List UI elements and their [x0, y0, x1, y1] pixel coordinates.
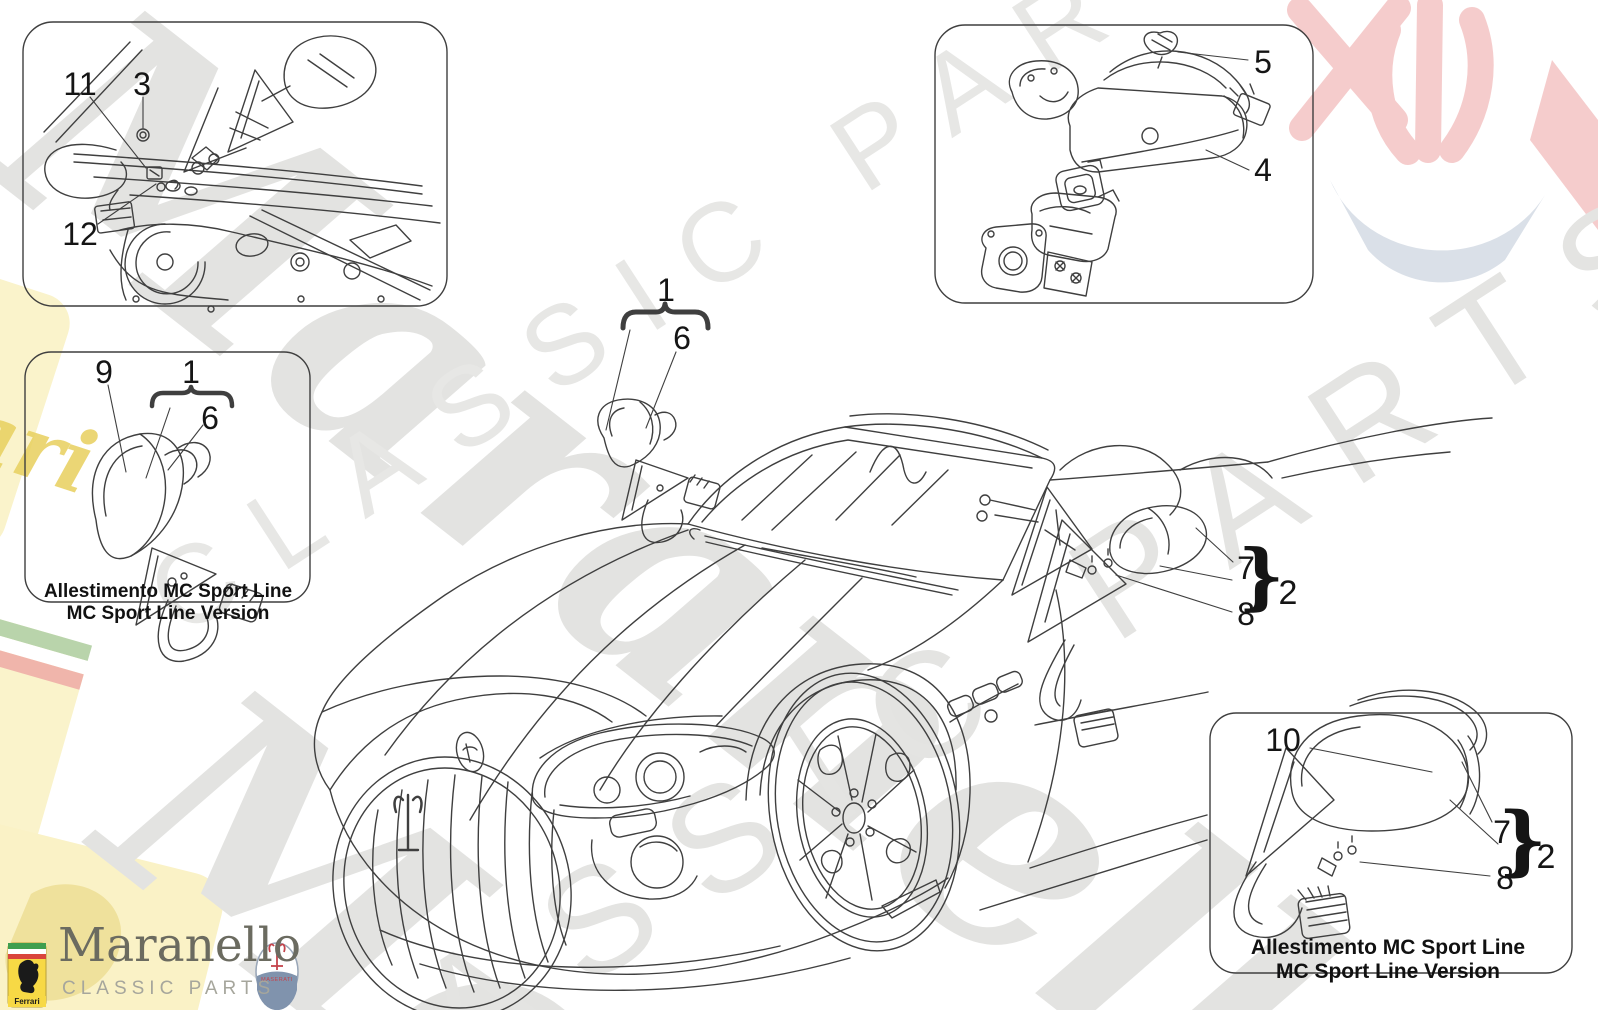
brand-name: Maranello — [58, 918, 302, 973]
car-mirror-leaders — [1115, 527, 1234, 613]
callout-1-center: 1 — [657, 272, 675, 308]
ferrari-shield-watermark: rari — [0, 254, 223, 1010]
callout-3: 3 — [133, 66, 151, 102]
callout-7-car: 7 — [1237, 550, 1255, 586]
maserati-label: MASERATI — [261, 977, 293, 983]
caption-sportline-right-en: MC Sport Line Version — [1275, 960, 1501, 983]
callout-8-car: 8 — [1237, 596, 1255, 632]
callout-5: 5 — [1254, 44, 1272, 80]
sport-mirror-right-drawing — [1233, 689, 1488, 940]
interior-mirror-leaders — [1177, 51, 1250, 171]
callout-12: 12 — [62, 216, 98, 252]
brace-right: } — [1498, 795, 1547, 884]
bracket-1-left — [149, 384, 235, 409]
inset-box-interior-mirror — [934, 24, 1314, 304]
sport-mirror-left-leaders — [107, 384, 204, 479]
sport-mirror-left-drawing — [91, 432, 264, 663]
ferrari-label: Ferrari — [14, 997, 39, 1006]
maserati-oval-logo: MASERATI — [255, 942, 299, 1010]
callout-2-right: 2 — [1536, 838, 1556, 876]
callout-1-left: 1 — [182, 354, 200, 390]
brace-car: } — [1238, 533, 1285, 618]
maserati-badge-watermark — [1287, 0, 1598, 283]
callout-9: 9 — [95, 354, 113, 390]
brand-tagline: CLASSIC PARTS — [62, 978, 276, 999]
door-internals-drawing — [43, 35, 441, 313]
caption-sportline-right-it: Allestimento MC Sport Line — [1250, 936, 1526, 959]
callout-6-left: 6 — [201, 400, 219, 436]
callout-4: 4 — [1254, 152, 1272, 188]
callout-2-car: 2 — [1278, 574, 1298, 612]
callout-8-right: 8 — [1496, 860, 1514, 896]
inset-box-door-internals — [22, 21, 448, 307]
door-internals-leaders — [89, 96, 157, 225]
center-mirror-leaders — [605, 329, 677, 431]
ferrari-shield-logo: Ferrari — [7, 942, 47, 1008]
car-mirror-drawing — [1027, 505, 1208, 748]
caption-sportline-left-it: Allestimento MC Sport Line — [43, 581, 293, 602]
callout-7-right: 7 — [1493, 814, 1511, 850]
sport-mirror-right-leaders — [1309, 747, 1499, 877]
inset-box-sport-mirror-right — [1209, 712, 1573, 974]
bracket-1-center — [620, 301, 711, 331]
center-mirror-drawing — [597, 398, 721, 544]
callout-11: 11 — [63, 66, 97, 102]
caption-sportline-left-en: MC Sport Line Version — [66, 603, 270, 624]
callout-6-center: 6 — [673, 320, 691, 356]
car-drawing — [313, 413, 1493, 1010]
interior-mirror-drawing — [980, 30, 1271, 297]
callout-10: 10 — [1265, 722, 1301, 758]
